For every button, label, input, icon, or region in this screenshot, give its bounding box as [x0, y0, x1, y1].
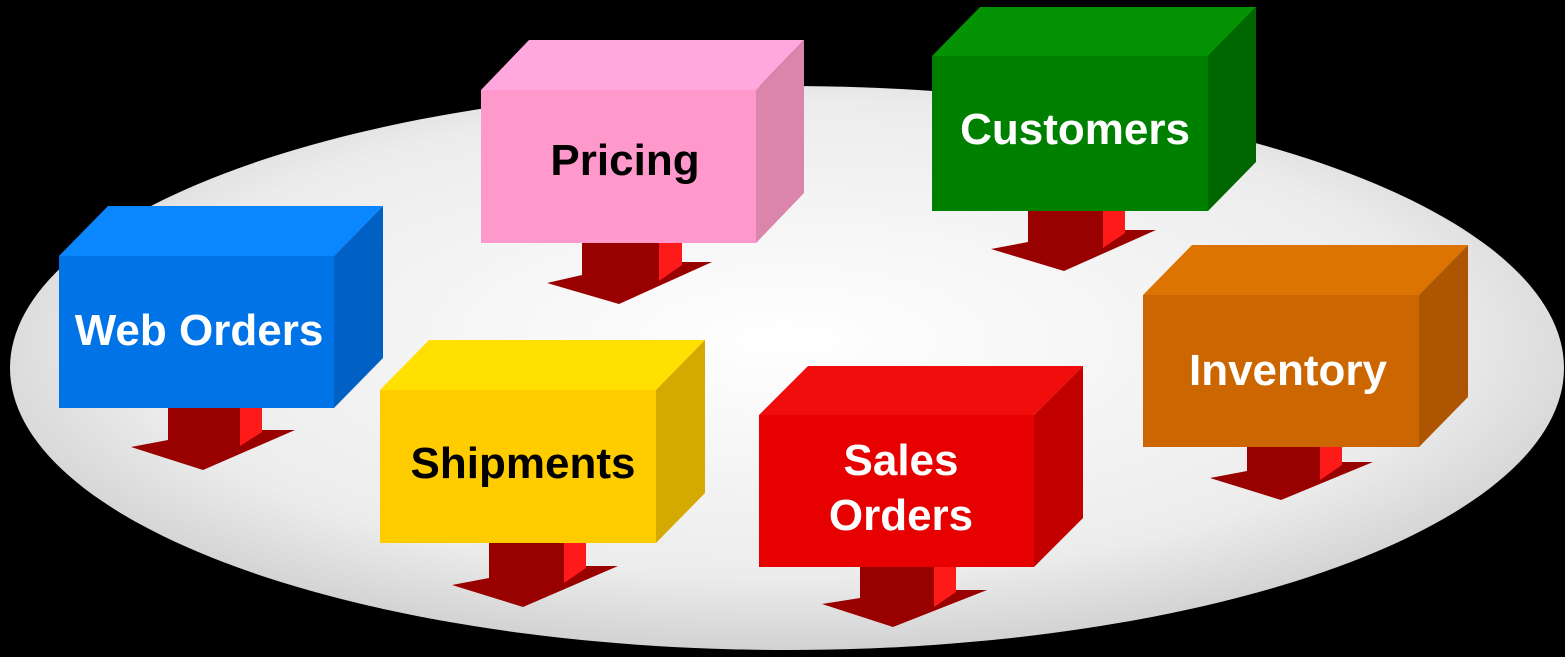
inventory-box [1143, 245, 1468, 447]
customers-box [932, 7, 1256, 211]
pricing-arrow [547, 240, 712, 304]
sales-orders-arrow [822, 565, 987, 627]
web-orders-node: Web Orders [59, 206, 383, 470]
web-orders-arrow [131, 405, 295, 470]
web-orders-box [59, 206, 383, 408]
shipments-label: Shipments [411, 439, 636, 488]
inventory-node: Inventory [1143, 245, 1468, 500]
customers-node: Customers [932, 7, 1256, 271]
shipments-box [380, 340, 705, 543]
pricing-box [481, 40, 804, 243]
inventory-arrow [1210, 445, 1373, 500]
web-orders-label: Web Orders [75, 306, 324, 355]
shipments-node: Shipments [380, 340, 705, 607]
pricing-label: Pricing [550, 136, 699, 185]
customers-arrow [991, 208, 1156, 271]
pricing-node: Pricing [481, 40, 804, 304]
customers-label: Customers [960, 105, 1190, 154]
inventory-label: Inventory [1189, 346, 1388, 395]
shipments-arrow [452, 540, 618, 607]
sales-orders-box [759, 366, 1083, 567]
